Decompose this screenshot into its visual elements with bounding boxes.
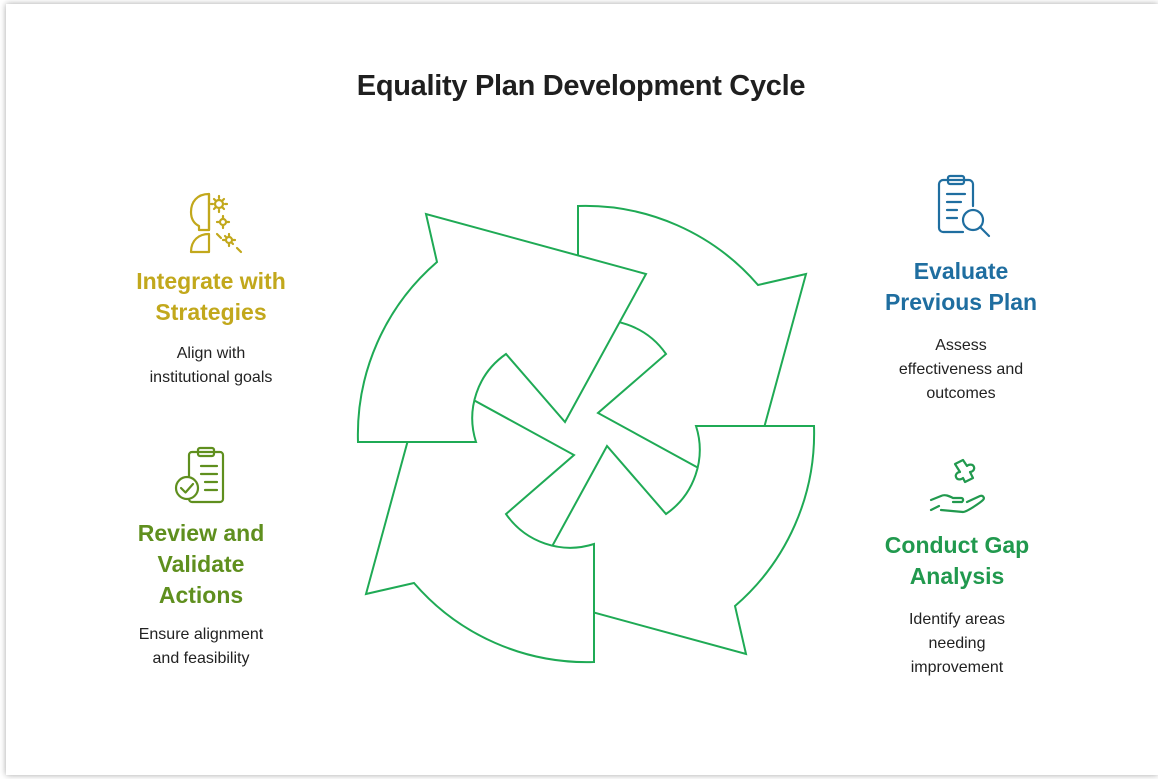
cycle-arrow-review bbox=[364, 372, 595, 664]
step-heading: Review and Validate Actions bbox=[137, 520, 265, 608]
step-heading: Conduct Gap Analysis bbox=[884, 532, 1030, 589]
step-heading: Evaluate Previous Plan bbox=[884, 258, 1038, 315]
step-heading: Integrate with Strategies bbox=[136, 268, 286, 325]
step-description: Ensure alignment and feasibility bbox=[138, 626, 264, 667]
cycle-arrow-integrate bbox=[356, 212, 648, 443]
step-evaluate-previous-plan: Evaluate Previous Plan Assess effectiven… bbox=[856, 174, 1066, 406]
step-description: Assess effectiveness and outcomes bbox=[898, 337, 1024, 402]
step-description: Align with institutional goals bbox=[149, 345, 273, 386]
cycle-arrow-gap bbox=[524, 425, 816, 656]
step-integrate-with-strategies: Integrate with Strategies Align with ins… bbox=[106, 190, 316, 390]
clipboard-search-icon bbox=[937, 174, 991, 238]
step-description: Identify areas needing improvement bbox=[908, 611, 1006, 676]
cycle-arrows bbox=[356, 204, 816, 664]
clipboard-check-icon bbox=[174, 446, 225, 504]
step-review-and-validate-actions: Review and Validate Actions Ensure align… bbox=[96, 444, 306, 671]
diagram-title: Equality Plan Development Cycle bbox=[356, 70, 806, 102]
diagram-frame: Equality Plan Development Cycle Integrat… bbox=[6, 4, 1158, 775]
step-conduct-gap-analysis: Conduct Gap Analysis Identify areas need… bbox=[852, 456, 1062, 680]
head-gears-icon bbox=[189, 192, 243, 254]
hand-puzzle-icon bbox=[929, 458, 985, 514]
